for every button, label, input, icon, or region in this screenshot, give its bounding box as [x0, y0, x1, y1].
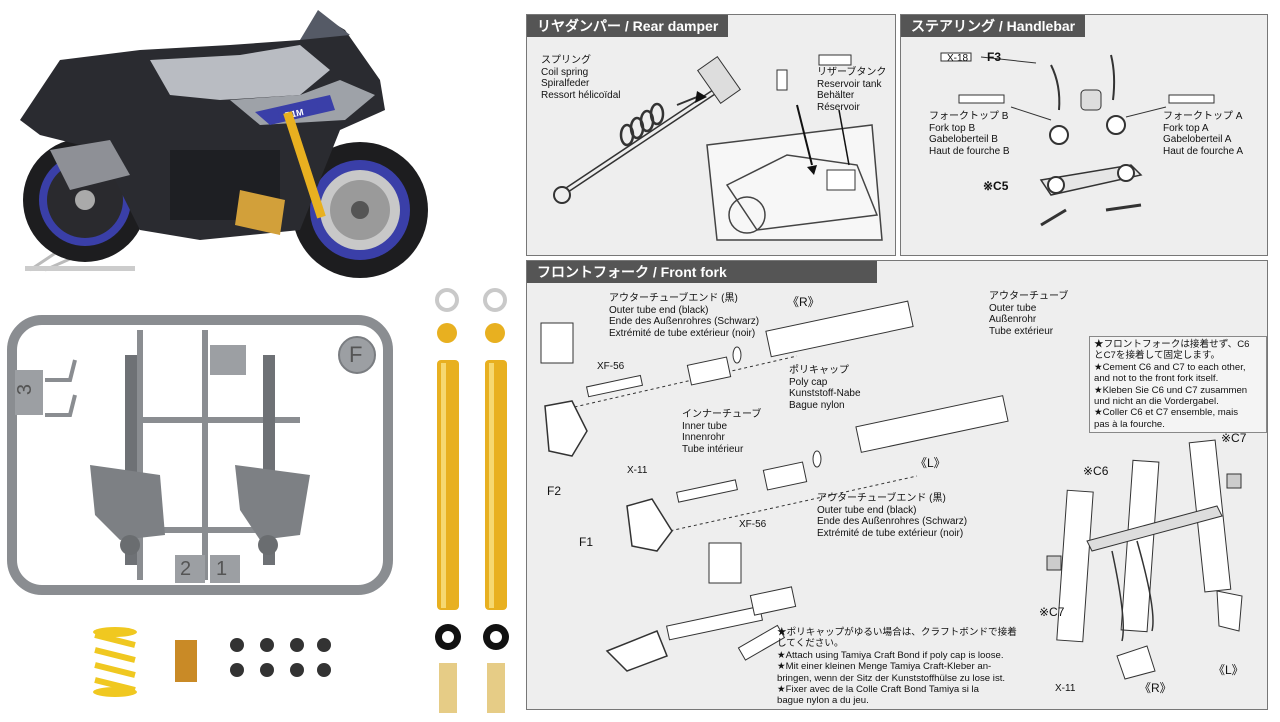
- small-parts-photo: [80, 620, 340, 720]
- c7-label-bottom: ※C7: [1039, 605, 1065, 619]
- handlebar-diagram: [940, 52, 1215, 227]
- left-fork-mark-bottom: 《L》: [1213, 663, 1244, 677]
- inner-tube-label: インナーチューブ Inner tube Innenrohr Tube intér…: [682, 409, 762, 455]
- f2-part-label: F2: [547, 484, 562, 498]
- cement-note-box: ★フロントフォークは接着せず、C6 とC7を接着して固定します。 ★Cement…: [1089, 336, 1267, 434]
- rear-damper-title: リヤダンパー / Rear damper: [527, 15, 729, 37]
- sprue-frame: [7, 315, 393, 595]
- sprue-number-2: 2: [180, 558, 192, 580]
- front-fork-title: フロントフォーク / Front fork: [527, 261, 877, 283]
- gold-fork-tubes: [435, 288, 509, 713]
- poly-cap-label: ポリキャップ Poly cap Kunststoff-Nabe Bague ny…: [789, 365, 861, 411]
- front-fork-panel: フロントフォーク / Front fork アウター: [526, 260, 1268, 710]
- rear-damper-panel: リヤダンパー / Rear damper スプリング Coil spring S…: [526, 14, 896, 256]
- front-fork-diagram: [540, 300, 1243, 680]
- x11-label-bottom: X-11: [1055, 683, 1076, 694]
- handlebar-title: ステアリング / Handlebar: [901, 15, 1086, 37]
- motorcycle-photo: R1M: [0, 0, 520, 295]
- sprue-number-3: 3: [14, 383, 37, 396]
- metal-parts-photo: [415, 285, 525, 722]
- outer-tube-end-label-bottom: アウターチューブエンド (黒) Outer tube end (black) E…: [817, 493, 968, 539]
- c7-label-top: ※C7: [1221, 431, 1247, 445]
- outer-tube-label: アウターチューブ Outer tube Außenrohr Tube extér…: [989, 291, 1069, 337]
- f1-part-label: F1: [579, 535, 594, 549]
- right-fork-mark: 《R》: [787, 295, 820, 309]
- sprue-letter: F: [349, 342, 363, 367]
- spring-and-caps: [93, 627, 331, 697]
- xf56-label-top: XF-56: [597, 361, 625, 372]
- motorcycle-illustration: R1M: [20, 10, 428, 278]
- handlebar-panel: ステアリング / Handlebar X-18 F3 フォークトップ B For…: [900, 14, 1268, 256]
- right-fork-mark-bottom: 《R》: [1139, 681, 1172, 695]
- rear-damper-diagram: [553, 54, 883, 241]
- parts-sprue-photo: F 3 2 1: [0, 300, 400, 600]
- poly-cap-glue-note: ★ポリキャップがゆるい場合は、クラフトボンドで接着 してください。 ★Attac…: [777, 627, 1017, 707]
- c5-part-label: ※C5: [983, 179, 1009, 193]
- x11-label-top: X-11: [627, 465, 648, 476]
- x18-label: X-18: [947, 53, 969, 64]
- f3-part-label: F3: [987, 50, 1002, 64]
- coil-spring-label: スプリング Coil spring Spiralfeder Ressort hé…: [541, 55, 621, 101]
- fork-top-a-label: フォークトップ A Fork top A Gabeloberteil A Hau…: [1163, 111, 1244, 157]
- xf56-label-bottom: XF-56: [739, 519, 767, 530]
- reservoir-tank-label: リザーブタンク Reservoir tank Behälter Réservoi…: [817, 67, 887, 113]
- c6-label: ※C6: [1083, 464, 1109, 478]
- fork-top-b-label: フォークトップ B Fork top B Gabeloberteil B Hau…: [929, 111, 1010, 157]
- sprue-number-1: 1: [216, 558, 228, 580]
- left-fork-mark: 《L》: [915, 456, 946, 470]
- outer-tube-end-label-top: アウターチューブエンド (黒) Outer tube end (black) E…: [609, 293, 760, 339]
